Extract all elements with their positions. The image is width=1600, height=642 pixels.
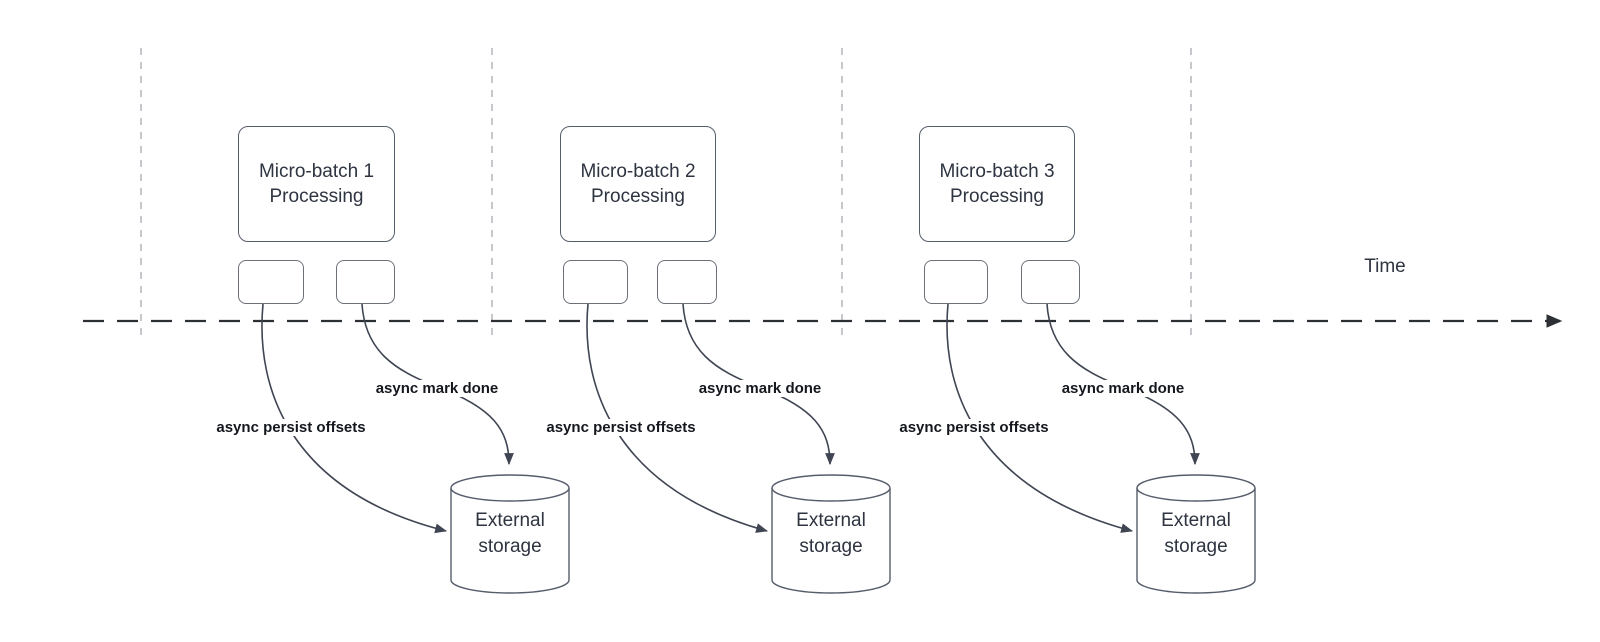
offset-task-box-3	[924, 260, 988, 304]
persist-offsets-label-3: async persist offsets	[897, 419, 1051, 436]
processing-box-2: Micro-batch 2 Processing	[560, 126, 716, 242]
mark-done-label-2: async mark done	[696, 380, 824, 397]
external-storage-label-2: External storage	[796, 510, 866, 557]
persist-offsets-curve-2	[586, 303, 769, 533]
processing-box-3-title-line2: Processing	[950, 186, 1044, 207]
external-storage-cylinder-top-3	[1136, 474, 1256, 502]
persist-offsets-curve-1	[261, 303, 448, 534]
external-storage-label-3: External storage	[1161, 510, 1231, 557]
external-storage-cylinder-body-2	[771, 488, 891, 594]
persist-offsets-label-2: async persist offsets	[544, 419, 698, 436]
processing-box-1-title-line1: Micro-batch 1	[258, 161, 375, 182]
processing-box-2-title-line1: Micro-batch 2	[580, 161, 696, 182]
processing-box-3-title-line1: Micro-batch 3	[939, 161, 1055, 182]
persist-offsets-curve-3	[946, 303, 1134, 533]
commit-task-box-2	[657, 260, 717, 304]
micro-batch-1-flow	[261, 303, 570, 594]
external-storage-cylinder-top-2	[771, 474, 891, 502]
commit-task-box-3	[1021, 260, 1080, 304]
external-storage-cylinder-body-3	[1136, 488, 1256, 594]
processing-box-1-title-line2: Processing	[269, 186, 364, 207]
processing-box-1: Micro-batch 1 Processing	[238, 126, 395, 242]
mark-done-label-1: async mark done	[373, 380, 501, 397]
time-axis-label: Time	[1364, 256, 1406, 277]
external-storage-cylinder-top-1	[450, 474, 570, 502]
micro-batch-2-flow	[586, 303, 891, 594]
external-storage-label-1: External storage	[475, 510, 545, 557]
processing-box-3: Micro-batch 3 Processing	[919, 126, 1075, 242]
mark-done-label-3: async mark done	[1059, 380, 1187, 397]
commit-task-box-1	[336, 260, 395, 304]
offset-task-box-1	[238, 260, 304, 304]
persist-offsets-label-1: async persist offsets	[214, 419, 368, 436]
processing-box-2-title-line2: Processing	[591, 186, 685, 207]
external-storage-cylinder-body-1	[450, 488, 570, 594]
offset-task-box-2	[563, 260, 628, 304]
